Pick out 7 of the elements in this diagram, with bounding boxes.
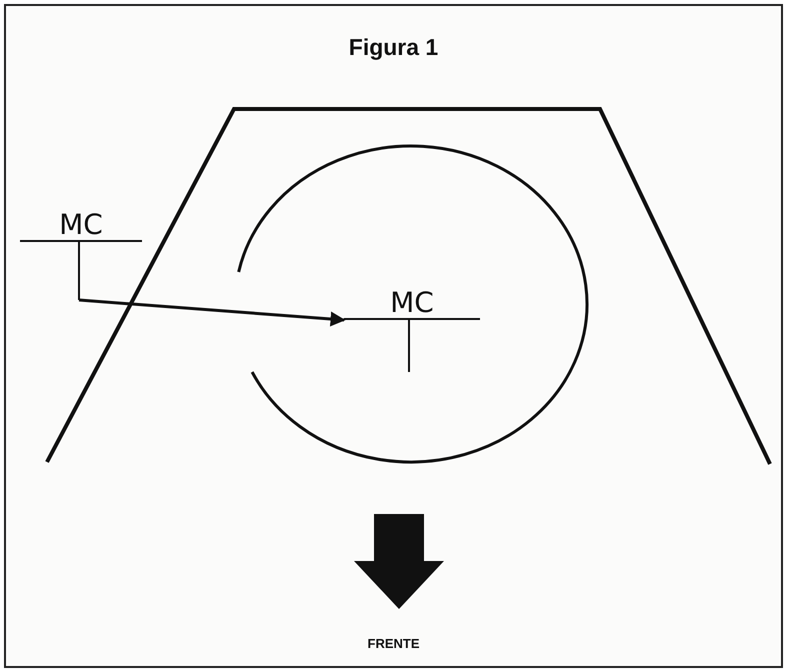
- arrow: [78, 298, 346, 326]
- marker-symbol: [344, 288, 480, 372]
- marker-symbol: [20, 210, 142, 300]
- title: Figura 1: [348, 34, 440, 61]
- node-label: MC: [20, 210, 142, 242]
- node-label: MC: [344, 288, 480, 320]
- direction-label: FRENTE: [366, 636, 420, 651]
